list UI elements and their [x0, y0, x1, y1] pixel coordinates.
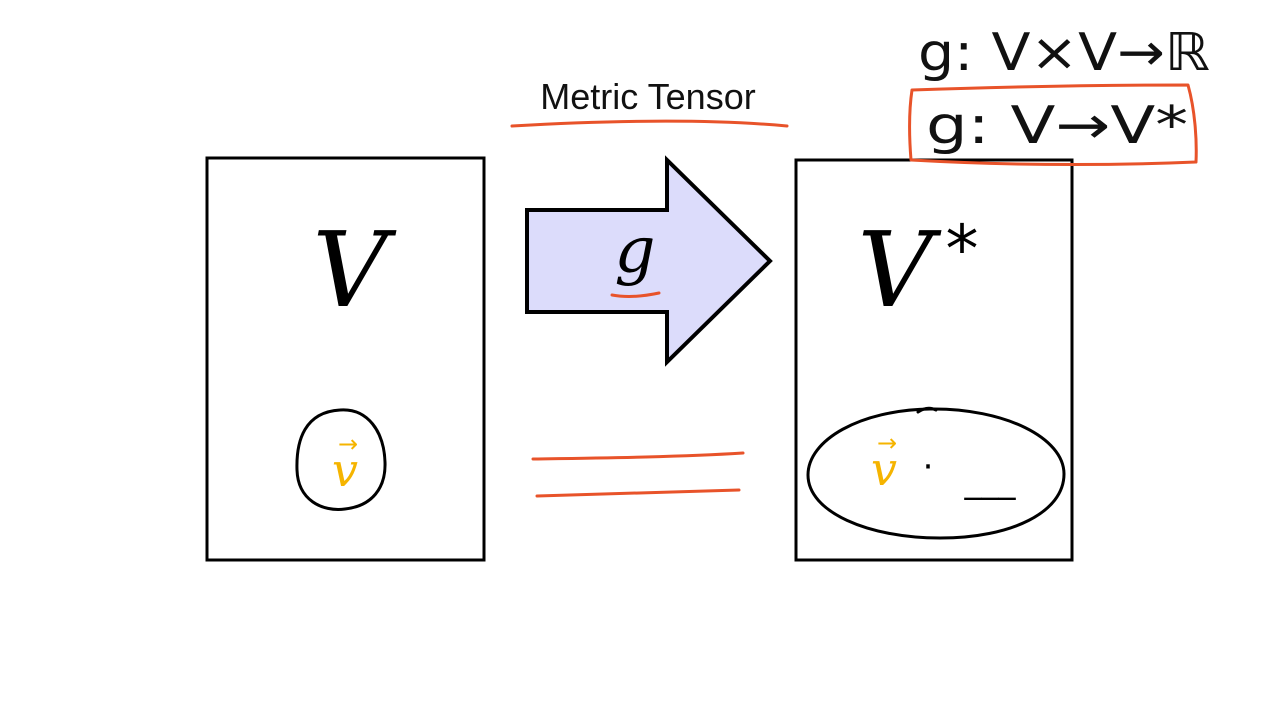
- vector-accent-left: →: [338, 430, 358, 458]
- vector-symbol-left: v: [332, 443, 358, 497]
- dot-product-symbol: ·: [923, 447, 934, 487]
- mapping-label-underline: [610, 291, 661, 298]
- title: Metric Tensor: [540, 76, 755, 117]
- title-underline: [510, 119, 789, 128]
- vector-symbol-right: v: [871, 442, 897, 496]
- equals-line-top: [531, 451, 745, 461]
- mapping-label: g: [615, 214, 656, 288]
- blank-slot: ___: [964, 461, 1017, 501]
- mapping-arrow: [525, 155, 773, 367]
- dual-space-star: *: [946, 211, 979, 288]
- vector-space-label: V: [312, 209, 396, 331]
- equals-line-bottom: [535, 488, 741, 498]
- dual-space-box: [794, 158, 1074, 562]
- annotation-highlight-box: [908, 83, 1198, 166]
- dual-space-label: V: [857, 209, 941, 331]
- covector-tick: [916, 406, 938, 414]
- vector-circle: [295, 408, 387, 511]
- vector-accent-right: →: [877, 429, 897, 457]
- annotation-dual-map: g: V→V*: [926, 96, 1188, 156]
- covector-ellipse: [806, 407, 1066, 540]
- vector-space-box: [205, 156, 486, 562]
- annotation-bilinear-form: g: V×V→ℝ: [918, 23, 1210, 83]
